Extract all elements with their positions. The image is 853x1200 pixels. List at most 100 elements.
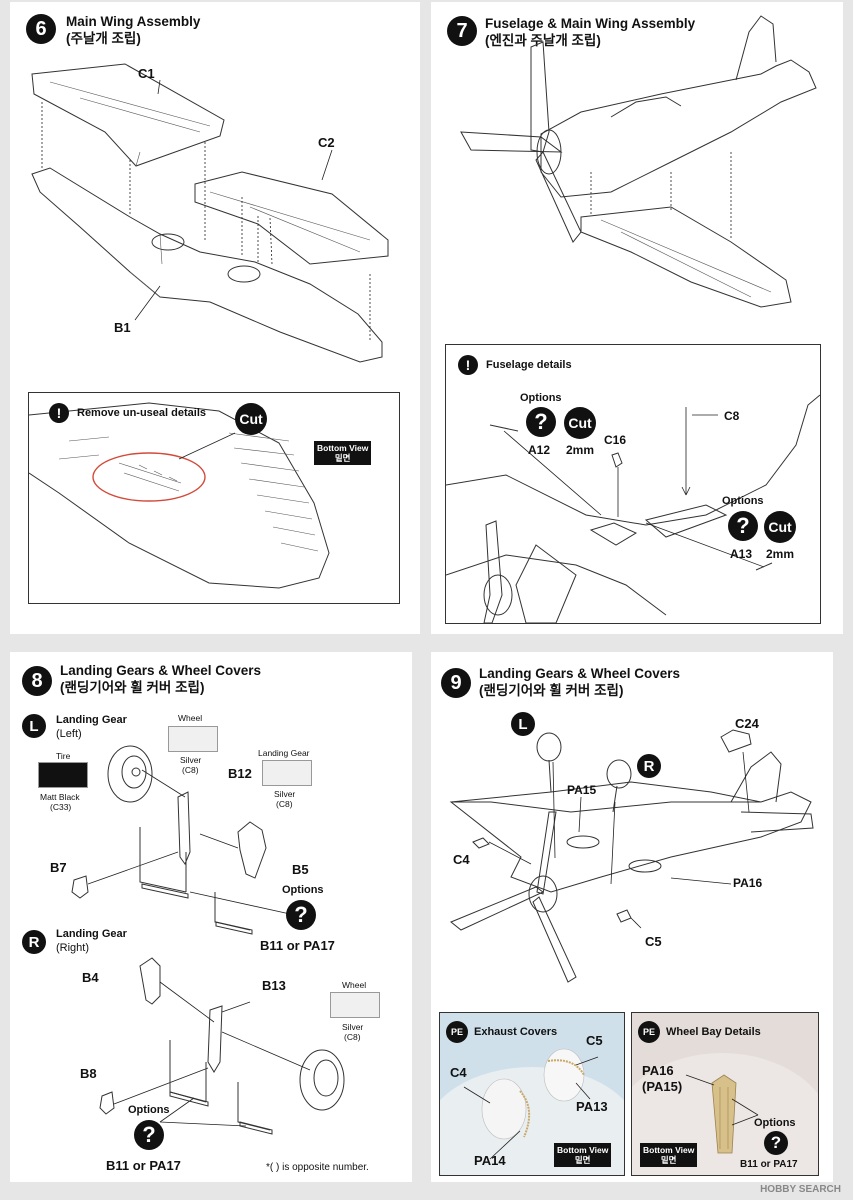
part-pa15-label: PA15 (567, 783, 597, 797)
step6-title-ko: (주날개 조립) (66, 31, 141, 46)
size-2mm-label: 2mm (566, 443, 595, 457)
step6-panel: 6 Main Wing Assembly (주날개 조립) C1 C2 B1 !… (10, 2, 420, 634)
options-label: Options (282, 884, 324, 896)
step8-number: 8 (22, 666, 52, 696)
options-label: Options (722, 495, 764, 507)
step6-detail-drawing (29, 402, 330, 589)
part-a12-label: A12 (528, 443, 551, 457)
part-c5-label: C5 (645, 934, 662, 949)
step7-panel: 7 Fuselage & Main Wing Assembly (엔진과 주날개… (431, 2, 843, 634)
wheel-c8-label: (C8) (182, 765, 199, 775)
step9-number: 9 (441, 668, 471, 698)
exhaust-covers-box: PE Exhaust Covers C4 C5 PA13 PA14 Bottom… (439, 1012, 625, 1176)
exhaust-c5-label: C5 (586, 1033, 603, 1048)
question-icon: ? (526, 407, 556, 437)
footnote: *( ) is opposite number. (266, 1162, 369, 1173)
wheelbay-bottom-view-badge: Bottom View 밑면 (640, 1143, 698, 1167)
exhaust-covers-title: Exhaust Covers (474, 1026, 558, 1038)
watermark-text: HOBBY SEARCH (760, 1184, 841, 1195)
part-c2-label: C2 (318, 135, 335, 150)
wheel-bay-title: Wheel Bay Details (666, 1026, 761, 1038)
step6-bottom-view-badge: Bottom View 밑면 (314, 441, 372, 465)
question-icon: ? (764, 1131, 788, 1155)
step6-detail-note: Remove un-useal details (77, 407, 206, 419)
wheel-silver-label: Silver (180, 755, 202, 765)
wheelbay-bottom-view-text: Bottom View (643, 1145, 695, 1155)
gear-color-title: Landing Gear (258, 748, 310, 758)
options-label: Options (754, 1117, 796, 1129)
wheelbay-pa15-label: (PA15) (642, 1079, 683, 1094)
part-b13-label: B13 (262, 978, 286, 993)
option-alt-label: B11 or PA17 (106, 1158, 181, 1173)
part-b4-label: B4 (82, 970, 99, 985)
step8-gear-drawing (71, 745, 345, 1135)
step8-title-ko: (랜딩기어와 휠 커버 조립) (60, 680, 205, 695)
step8-panel: 8 Landing Gears & Wheel Covers (랜딩기어와 휠 … (10, 652, 412, 1182)
step7-detail-drawing (446, 394, 820, 623)
wheelbay-pa16-label: PA16 (642, 1063, 674, 1078)
tire-matt-black-label: Matt Black (40, 792, 80, 802)
wheelbay-alt-label: B11 or PA17 (740, 1159, 798, 1170)
cut-icon: Cut (764, 511, 796, 543)
step6-bottom-view-text-ko: 밑면 (334, 453, 351, 463)
step6-detail-box: ! Remove un-useal details Cut Bottom Vie… (28, 392, 400, 604)
left-gear-label: Landing Gear (56, 714, 127, 726)
part-b1-label: B1 (114, 320, 131, 335)
exhaust-bottom-view-badge: Bottom View 밑면 (554, 1143, 612, 1167)
step7-title-ko: (엔진과 주날개 조립) (485, 33, 601, 48)
part-pa16-label: PA16 (733, 876, 763, 890)
exhaust-pa14-label: PA14 (474, 1153, 506, 1168)
part-b5-label: B5 (292, 862, 309, 877)
part-c24-label: C24 (735, 716, 759, 731)
right-badge: R (637, 754, 661, 778)
part-c16-label: C16 (604, 433, 627, 447)
wheel-bay-box: PE Wheel Bay Details PA16 (PA15) Options… (631, 1012, 819, 1176)
part-c8-label: C8 (724, 409, 740, 423)
gear-c8-label: (C8) (276, 799, 293, 809)
exclamation-icon: ! (49, 403, 69, 423)
step6-wing-drawing (31, 63, 389, 363)
step8-title: Landing Gears & Wheel Covers (60, 663, 262, 678)
gear-silver-label: Silver (274, 789, 296, 799)
wheel2-c8-label: (C8) (344, 1032, 361, 1042)
exclamation-icon: ! (458, 355, 478, 375)
options-label: Options (520, 392, 562, 404)
cut-icon: Cut (564, 407, 596, 439)
step7-title: Fuselage & Main Wing Assembly (485, 16, 696, 31)
right-gear-label-2: (Right) (56, 942, 90, 954)
step7-number: 7 (447, 16, 477, 46)
left-badge: L (22, 714, 46, 738)
exhaust-bottom-view-text-ko: 밑면 (574, 1155, 591, 1165)
exhaust-pa13-label: PA13 (576, 1099, 608, 1114)
part-b7-label: B7 (50, 860, 67, 875)
step7-aircraft-drawing (460, 15, 817, 308)
options-label: Options (128, 1104, 170, 1116)
step9-title: Landing Gears & Wheel Covers (479, 666, 681, 681)
step9-aircraft-drawing (449, 729, 814, 983)
cut-highlight-ellipse (92, 452, 206, 502)
wheel2-silver-label: Silver (342, 1022, 364, 1032)
question-icon: ? (728, 511, 758, 541)
pe-badge: PE (638, 1021, 660, 1043)
right-badge: R (22, 930, 46, 954)
size-2mm-label: 2mm (766, 547, 795, 561)
exhaust-bottom-view-text: Bottom View (557, 1145, 609, 1155)
wheel-color-title: Wheel (178, 713, 203, 723)
watermark: HOBBY SEARCH (0, 1184, 853, 1195)
step9-title-ko: (랜딩기어와 휠 커버 조립) (479, 683, 624, 698)
exhaust-c4-label: C4 (450, 1065, 467, 1080)
part-c4-label: C4 (453, 852, 470, 867)
tire-color-title: Tire (56, 751, 71, 761)
step6-bottom-view-text: Bottom View (317, 443, 369, 453)
right-gear-label: Landing Gear (56, 928, 127, 940)
step6-title: Main Wing Assembly (66, 14, 201, 29)
option-alt-label: B11 or PA17 (260, 938, 335, 953)
question-icon: ? (286, 900, 316, 930)
left-badge: L (511, 712, 535, 736)
tire-c33-label: (C33) (50, 802, 72, 812)
pe-badge: PE (446, 1021, 468, 1043)
step7-detail-note: Fuselage details (486, 359, 572, 371)
question-icon: ? (134, 1120, 164, 1150)
wheel-silver-swatch (168, 726, 218, 752)
part-c1-label: C1 (138, 66, 155, 81)
